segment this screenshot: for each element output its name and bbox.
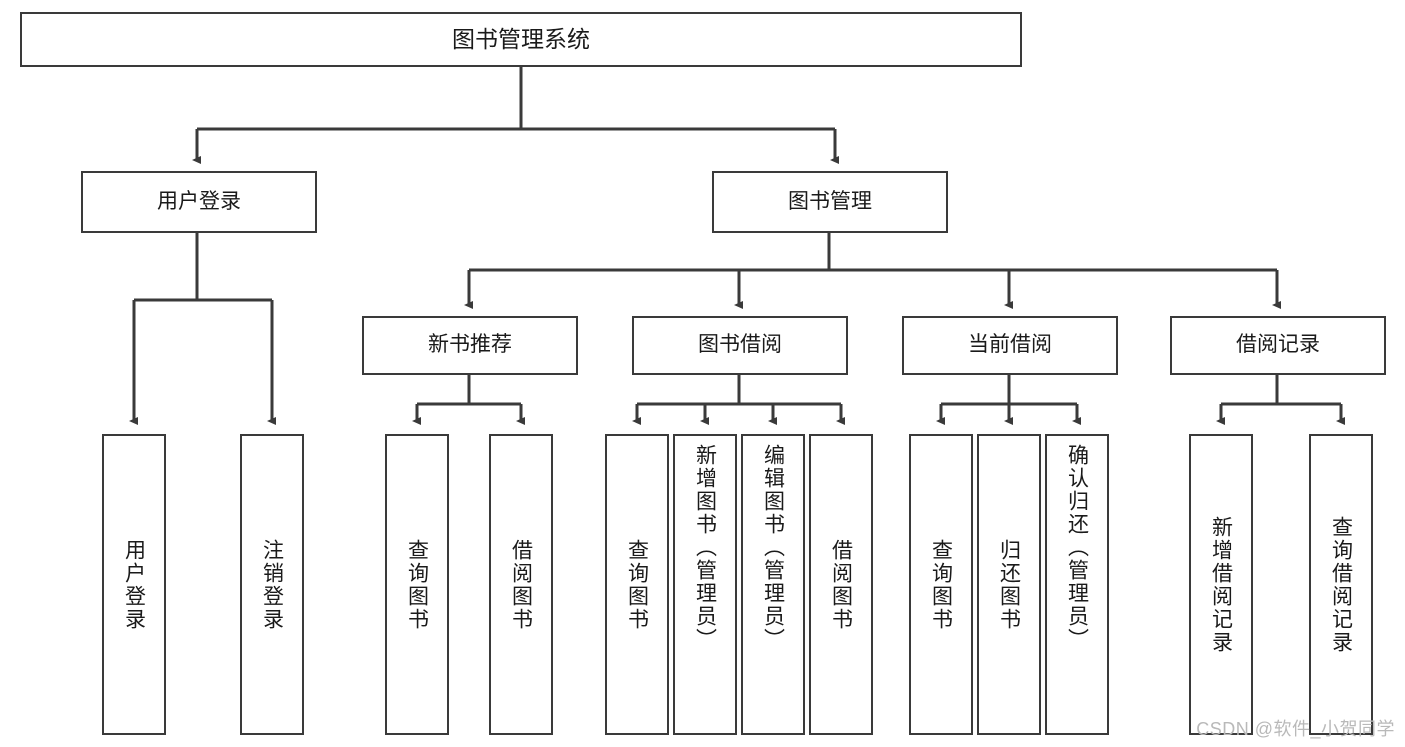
node-leaf-borrow-book-1[interactable]: 借阅图书 xyxy=(489,434,553,735)
csdn-watermark: CSDN @软件_小贺同学 xyxy=(1196,719,1395,739)
node-label: 新增借阅记录 xyxy=(1209,515,1233,654)
node-label: 查询借阅记录 xyxy=(1329,515,1353,654)
node-leaf-query-book-2[interactable]: 查询图书 xyxy=(605,434,669,735)
node-borrow-record[interactable]: 借阅记录 xyxy=(1170,316,1386,375)
node-label: 当前借阅 xyxy=(968,333,1052,357)
node-label: 借阅图书 xyxy=(829,538,853,631)
node-leaf-query-record[interactable]: 查询借阅记录 xyxy=(1309,434,1373,735)
node-leaf-confirm-return[interactable]: 确认归还（管理员） xyxy=(1045,434,1109,735)
node-label: 确认归还（管理员） xyxy=(1065,444,1089,651)
node-root-system[interactable]: 图书管理系统 xyxy=(20,12,1022,67)
node-label: 图书借阅 xyxy=(698,333,782,357)
node-leaf-add-record[interactable]: 新增借阅记录 xyxy=(1189,434,1253,735)
node-leaf-query-book-1[interactable]: 查询图书 xyxy=(385,434,449,735)
node-leaf-add-book[interactable]: 新增图书（管理员） xyxy=(673,434,737,735)
node-label: 借阅记录 xyxy=(1236,333,1320,357)
node-label: 新书推荐 xyxy=(428,333,512,357)
node-leaf-borrow-book-2[interactable]: 借阅图书 xyxy=(809,434,873,735)
node-label: 借阅图书 xyxy=(509,538,533,631)
node-label: 注销登录 xyxy=(260,538,284,631)
node-current-borrow[interactable]: 当前借阅 xyxy=(902,316,1118,375)
node-leaf-query-book-3[interactable]: 查询图书 xyxy=(909,434,973,735)
node-label: 查询图书 xyxy=(929,538,953,631)
node-leaf-edit-book[interactable]: 编辑图书（管理员） xyxy=(741,434,805,735)
node-label: 图书管理系统 xyxy=(452,25,590,52)
node-label: 归还图书 xyxy=(997,538,1021,631)
node-leaf-logout-login[interactable]: 注销登录 xyxy=(240,434,304,735)
node-book-manage[interactable]: 图书管理 xyxy=(712,171,948,233)
node-new-book-recommend[interactable]: 新书推荐 xyxy=(362,316,578,375)
node-label: 查询图书 xyxy=(405,538,429,631)
node-label: 用户登录 xyxy=(122,538,146,631)
node-book-borrow[interactable]: 图书借阅 xyxy=(632,316,848,375)
node-label: 查询图书 xyxy=(625,538,649,631)
node-leaf-return-book[interactable]: 归还图书 xyxy=(977,434,1041,735)
node-label: 用户登录 xyxy=(157,189,241,213)
node-leaf-user-login[interactable]: 用户登录 xyxy=(102,434,166,735)
node-label: 图书管理 xyxy=(788,189,872,213)
node-label: 编辑图书（管理员） xyxy=(761,444,785,651)
node-user-login[interactable]: 用户登录 xyxy=(81,171,317,233)
node-label: 新增图书（管理员） xyxy=(693,444,717,651)
